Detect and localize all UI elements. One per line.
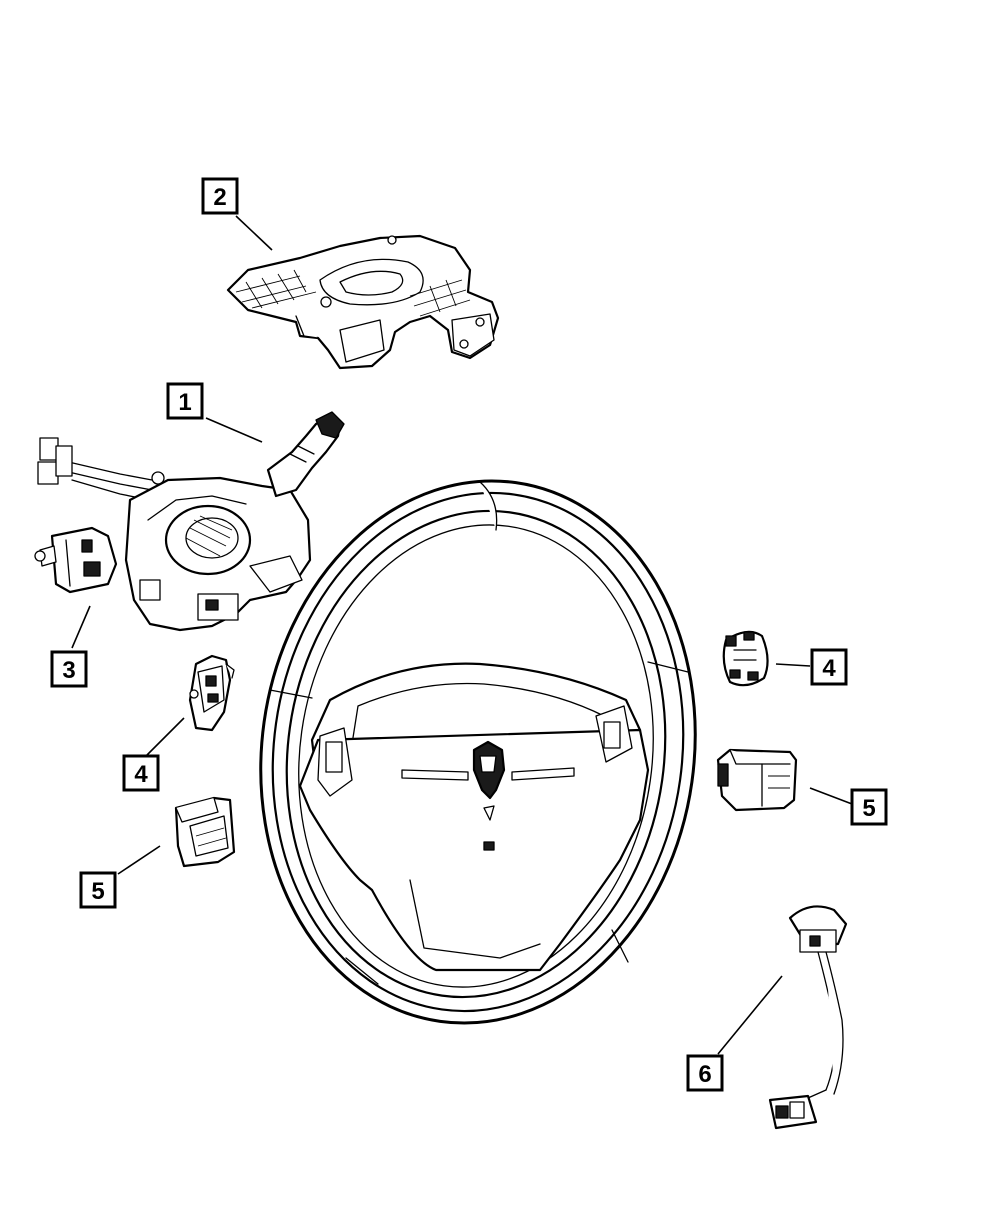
- callout-6-label: 6: [698, 1061, 711, 1088]
- part-3-ignition-switch-illustration: [34, 526, 118, 594]
- part-1-multifunction-switch-illustration: [37, 411, 345, 632]
- callout-5-left: 5: [79, 871, 117, 909]
- callout-5-left-label: 5: [91, 878, 104, 905]
- callout-2-label: 2: [213, 184, 226, 211]
- leader-line-1: [205, 417, 263, 443]
- part-4-right-switch-illustration: [722, 630, 769, 687]
- leader-line-5-right: [809, 787, 853, 805]
- part-5-right-switch-illustration: [716, 748, 798, 812]
- callout-3: 3: [50, 650, 88, 688]
- callout-4-right-label: 4: [822, 655, 836, 682]
- leader-line-5-left: [117, 845, 161, 875]
- part-4-left-switch-illustration: [188, 654, 235, 732]
- part-6-wiring-harness-illustration: [768, 905, 848, 1130]
- callout-4-left: 4: [122, 754, 160, 792]
- callout-4-right: 4: [810, 648, 848, 686]
- leader-line-2: [235, 215, 273, 251]
- part-2-bracket-illustration: [226, 234, 500, 370]
- leader-line-4-right: [775, 663, 811, 667]
- callout-4-left-label: 4: [134, 761, 148, 788]
- callout-1: 1: [166, 382, 204, 420]
- leader-line-6: [717, 975, 783, 1055]
- callout-5-right-label: 5: [862, 795, 875, 822]
- callout-2: 2: [201, 177, 239, 215]
- callout-1-label: 1: [178, 389, 191, 416]
- callout-3-label: 3: [62, 657, 75, 684]
- callout-6: 6: [686, 1054, 724, 1092]
- callout-5-right: 5: [850, 788, 888, 826]
- ram-head-logo: [472, 740, 506, 800]
- part-5-left-switch-illustration: [174, 796, 236, 868]
- steering-wheel-illustration: [259, 479, 697, 1025]
- leader-line-3: [71, 605, 91, 649]
- leader-line-4-left: [145, 717, 185, 757]
